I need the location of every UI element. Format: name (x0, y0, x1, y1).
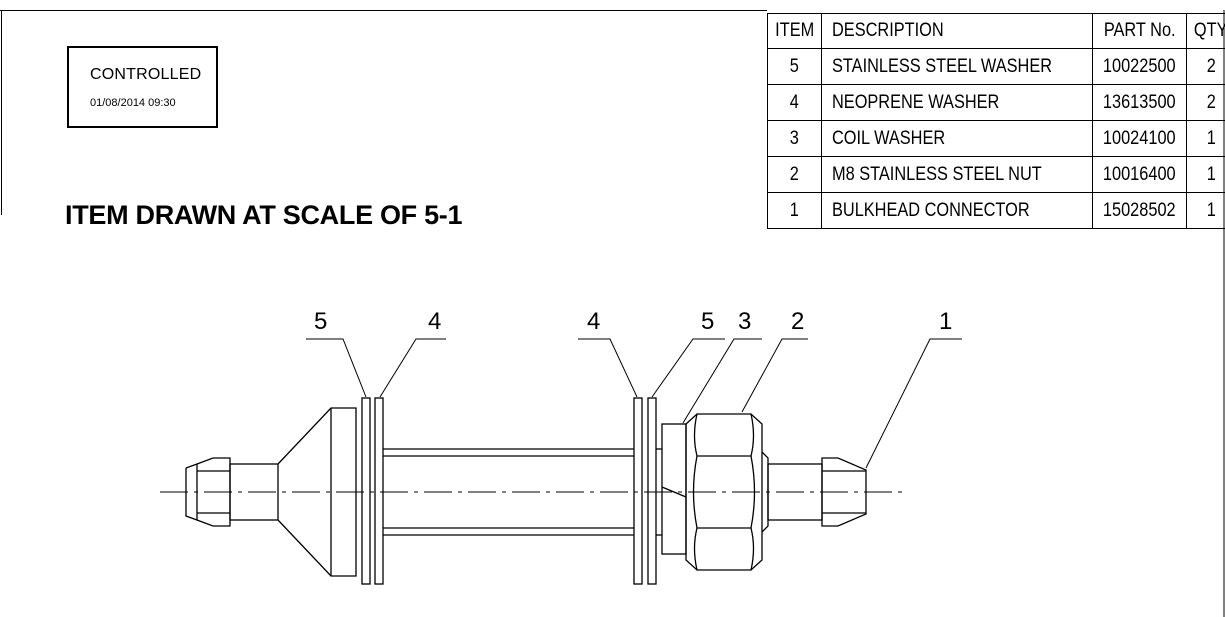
bom-qty: 1 (1207, 199, 1217, 221)
leader-4-right (578, 338, 638, 398)
balloon-label: 4 (587, 308, 601, 335)
bom-part: 10016400 (1103, 163, 1176, 185)
right-barb (821, 457, 867, 527)
leader-5-left (306, 338, 367, 398)
bom-item: 2 (790, 163, 800, 185)
balloon-label: 5 (701, 308, 715, 335)
bom-description: BULKHEAD CONNECTOR (832, 199, 1031, 221)
bom-header-qty: QTY. (1185, 13, 1225, 49)
balloon-label: 4 (428, 308, 442, 335)
leader-2 (741, 338, 808, 413)
leader-1 (865, 338, 962, 469)
washer-5-left (361, 397, 371, 585)
leader-4-left (379, 338, 446, 398)
bom-description: STAINLESS STEEL WASHER (832, 55, 1053, 77)
bom-item: 4 (790, 91, 800, 113)
leader-3 (682, 338, 762, 424)
washer-4-left (374, 397, 384, 585)
balloon-label: 3 (738, 308, 752, 335)
washer-4-right (633, 397, 643, 585)
stamp-title: CONTROLLED (90, 66, 202, 83)
leaders (306, 338, 962, 469)
bom-item: 1 (790, 199, 800, 221)
flange-cone (277, 407, 357, 577)
bom-qty: 2 (1207, 55, 1217, 77)
controlled-stamp: CONTROLLED 01/08/2014 09:30 (67, 46, 218, 128)
bom-row: 3 COIL WASHER 10024100 1 (766, 120, 1225, 157)
leader-5-right (651, 338, 725, 398)
scale-note: ITEM DRAWN AT SCALE OF 5-1 (65, 200, 463, 230)
stamp-date: 01/08/2014 09:30 (90, 97, 176, 109)
bom-header-part: PART No. (1092, 13, 1187, 49)
bulkhead-connector-body (185, 397, 867, 585)
bom-qty: 1 (1207, 163, 1217, 185)
bom-part: 15028502 (1103, 199, 1176, 221)
bom-row: 4 NEOPRENE WASHER 13613500 2 (766, 84, 1225, 121)
bom-item: 5 (790, 55, 800, 77)
bom-part: 10022500 (1103, 55, 1176, 77)
bom-row: 1 BULKHEAD CONNECTOR 15028502 1 (766, 192, 1225, 229)
bom-row: 2 M8 STAINLESS STEEL NUT 10016400 1 (766, 156, 1225, 193)
bom-description: M8 STAINLESS STEEL NUT (832, 163, 1043, 185)
balloon-label: 2 (791, 308, 805, 335)
bom-description: COIL WASHER (832, 127, 946, 149)
balloon-label: 1 (939, 308, 953, 335)
balloon-label: 5 (314, 308, 328, 335)
left-tip (185, 463, 198, 521)
bom-part: 13613500 (1103, 91, 1176, 113)
bom-header-row: ITEM DESCRIPTION PART No. QTY. (766, 13, 1225, 49)
nut-face-top (693, 413, 755, 457)
bom-part: 10024100 (1103, 127, 1176, 149)
nut-face-mid (692, 455, 756, 529)
bom-table: ITEM DESCRIPTION PART No. QTY. 5 STAINLE… (766, 13, 1225, 229)
bom-item: 3 (790, 127, 800, 149)
bom-qty: 2 (1207, 91, 1217, 113)
hex-nut (685, 413, 763, 571)
bom-description: NEOPRENE WASHER (832, 91, 1000, 113)
nut-face-bottom (693, 527, 755, 571)
coil-split (661, 486, 687, 498)
bom-header-description: DESCRIPTION (821, 13, 1094, 49)
washer-5-right (647, 397, 657, 585)
bom-header-item: ITEM (766, 13, 823, 49)
bom-row: 5 STAINLESS STEEL WASHER 10022500 2 (766, 48, 1225, 85)
bom-qty: 1 (1207, 127, 1217, 149)
left-neck (229, 463, 279, 521)
